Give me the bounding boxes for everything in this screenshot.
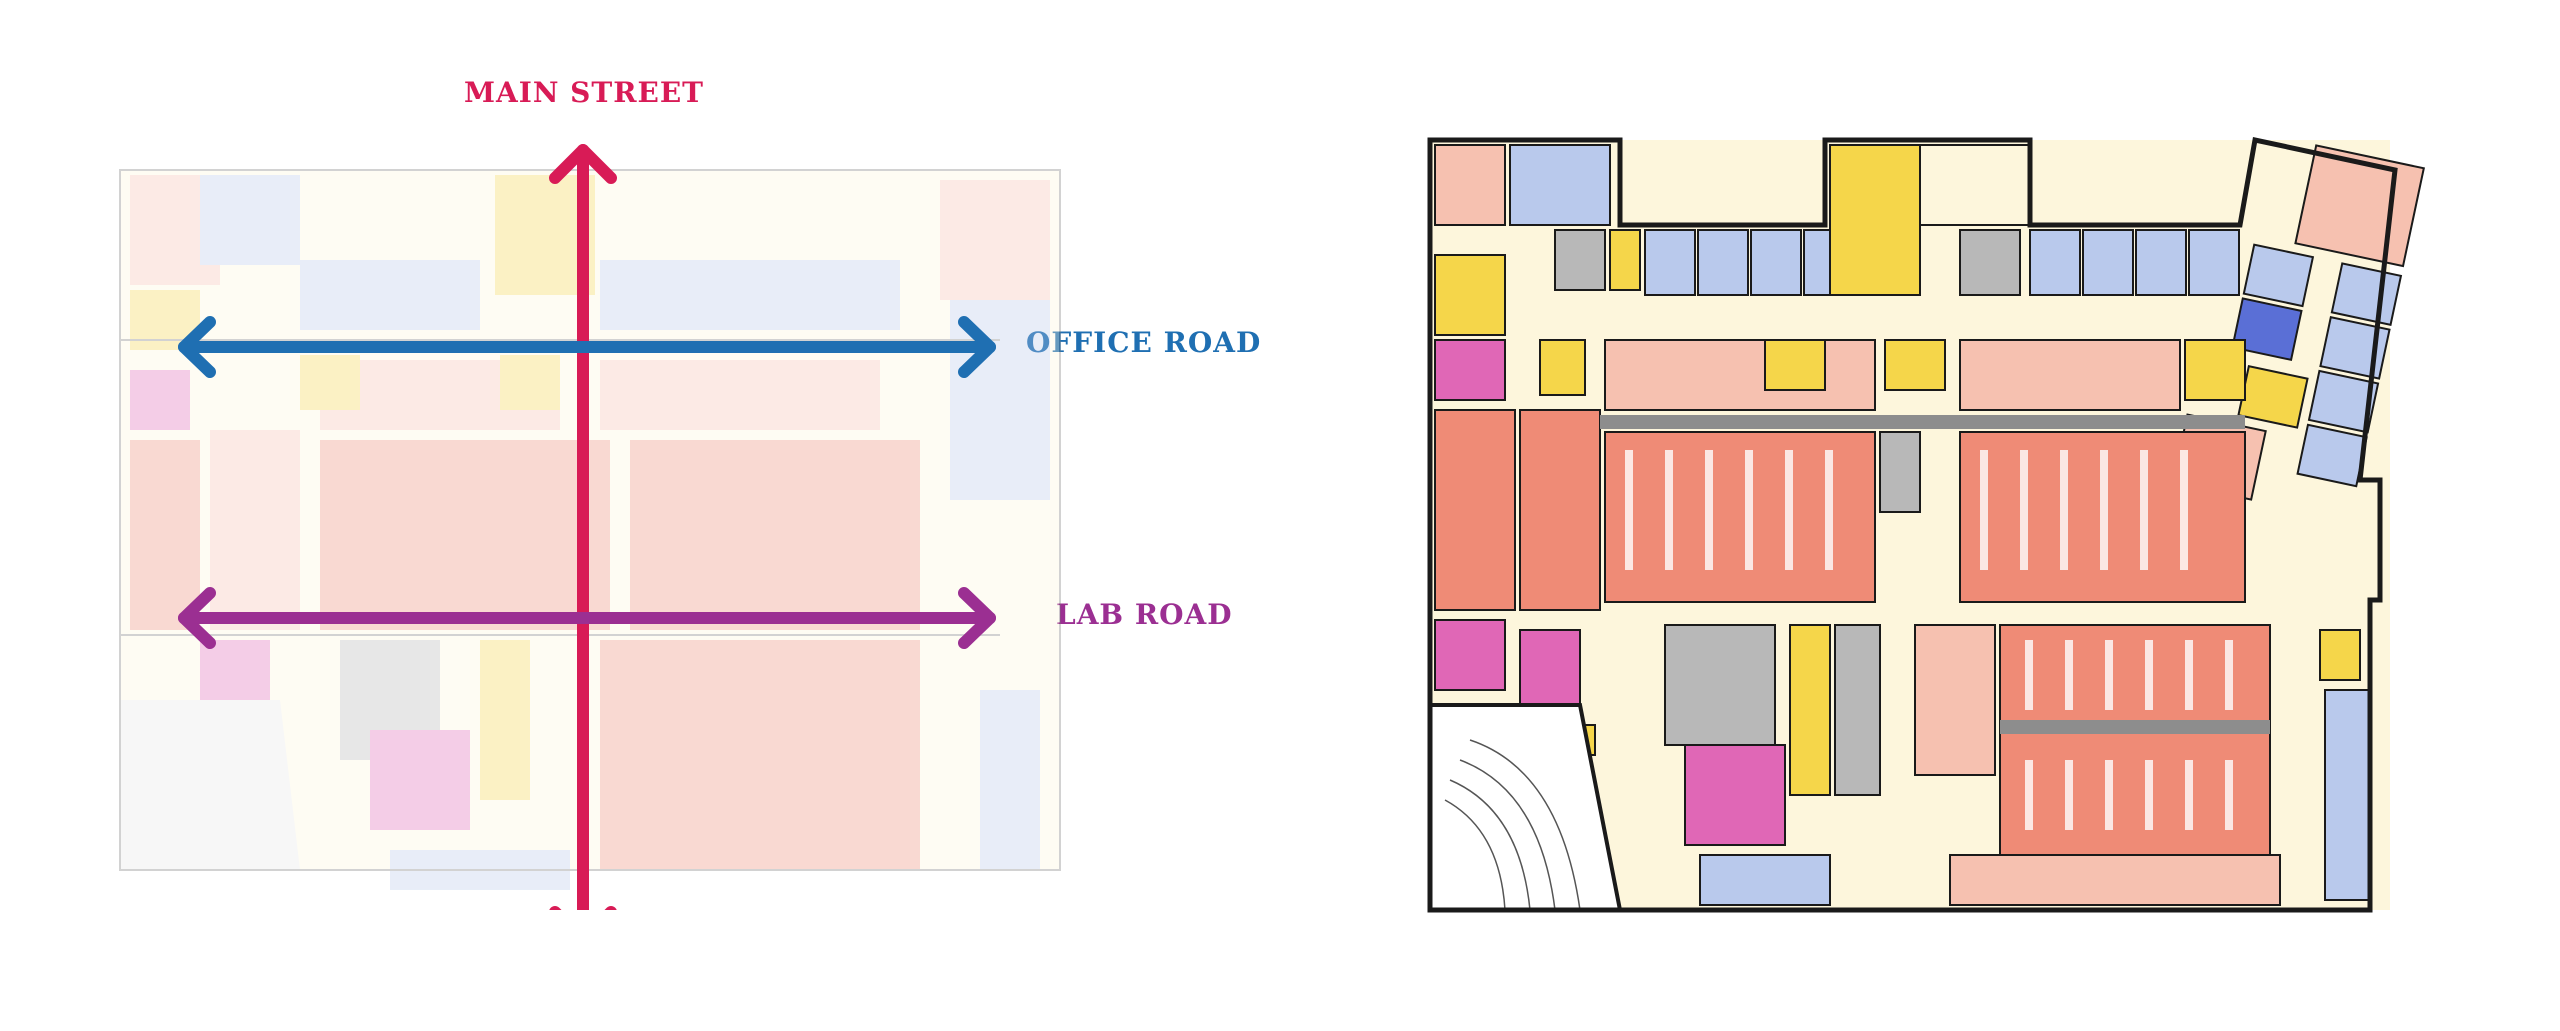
upper-labs: [1604, 431, 2246, 603]
main-street-label: MAIN STREET: [464, 76, 705, 109]
west-column: [1434, 254, 1601, 691]
circulation-diagram-plan: [119, 144, 1061, 910]
lab-support-band: [1600, 339, 2246, 429]
top-office-wing: [1434, 144, 2240, 296]
office-road-arrow: [178, 316, 996, 378]
faded-floor-plan: [119, 169, 1061, 890]
detailed-floor-plan: [1427, 137, 2426, 913]
lab-road-label: LAB ROAD: [1056, 598, 1233, 631]
office-road-label: OFFICE ROAD: [1026, 326, 1262, 359]
lower-labs: [1699, 624, 2371, 906]
lab-road-arrow: [178, 587, 996, 649]
